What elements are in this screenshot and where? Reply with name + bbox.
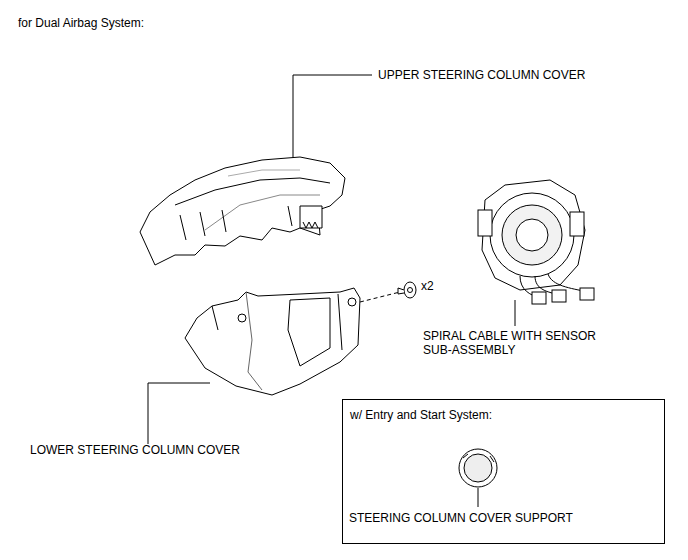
cover-support — [459, 449, 497, 487]
lower-cover — [185, 288, 360, 395]
upper-cover — [140, 157, 345, 265]
part-name: UPPER STEERING COLUMN COVER — [378, 68, 585, 82]
leader-lines — [148, 75, 515, 507]
part-name: STEERING COLUMN COVER SUPPORT — [349, 511, 573, 525]
heading: for Dual Airbag System: — [18, 16, 144, 30]
clip — [398, 282, 416, 298]
part-name: LOWER STEERING COLUMN COVER — [30, 443, 240, 457]
part-name: x2 — [421, 279, 434, 293]
part-name: SPIRAL CABLE WITH SENSOR SUB-ASSEMBLY — [423, 329, 613, 357]
spiral-cable — [478, 180, 594, 304]
option-box: w/ Entry and Start System: STEERING COLUM… — [342, 399, 665, 544]
box-heading: w/ Entry and Start System: — [350, 408, 492, 422]
